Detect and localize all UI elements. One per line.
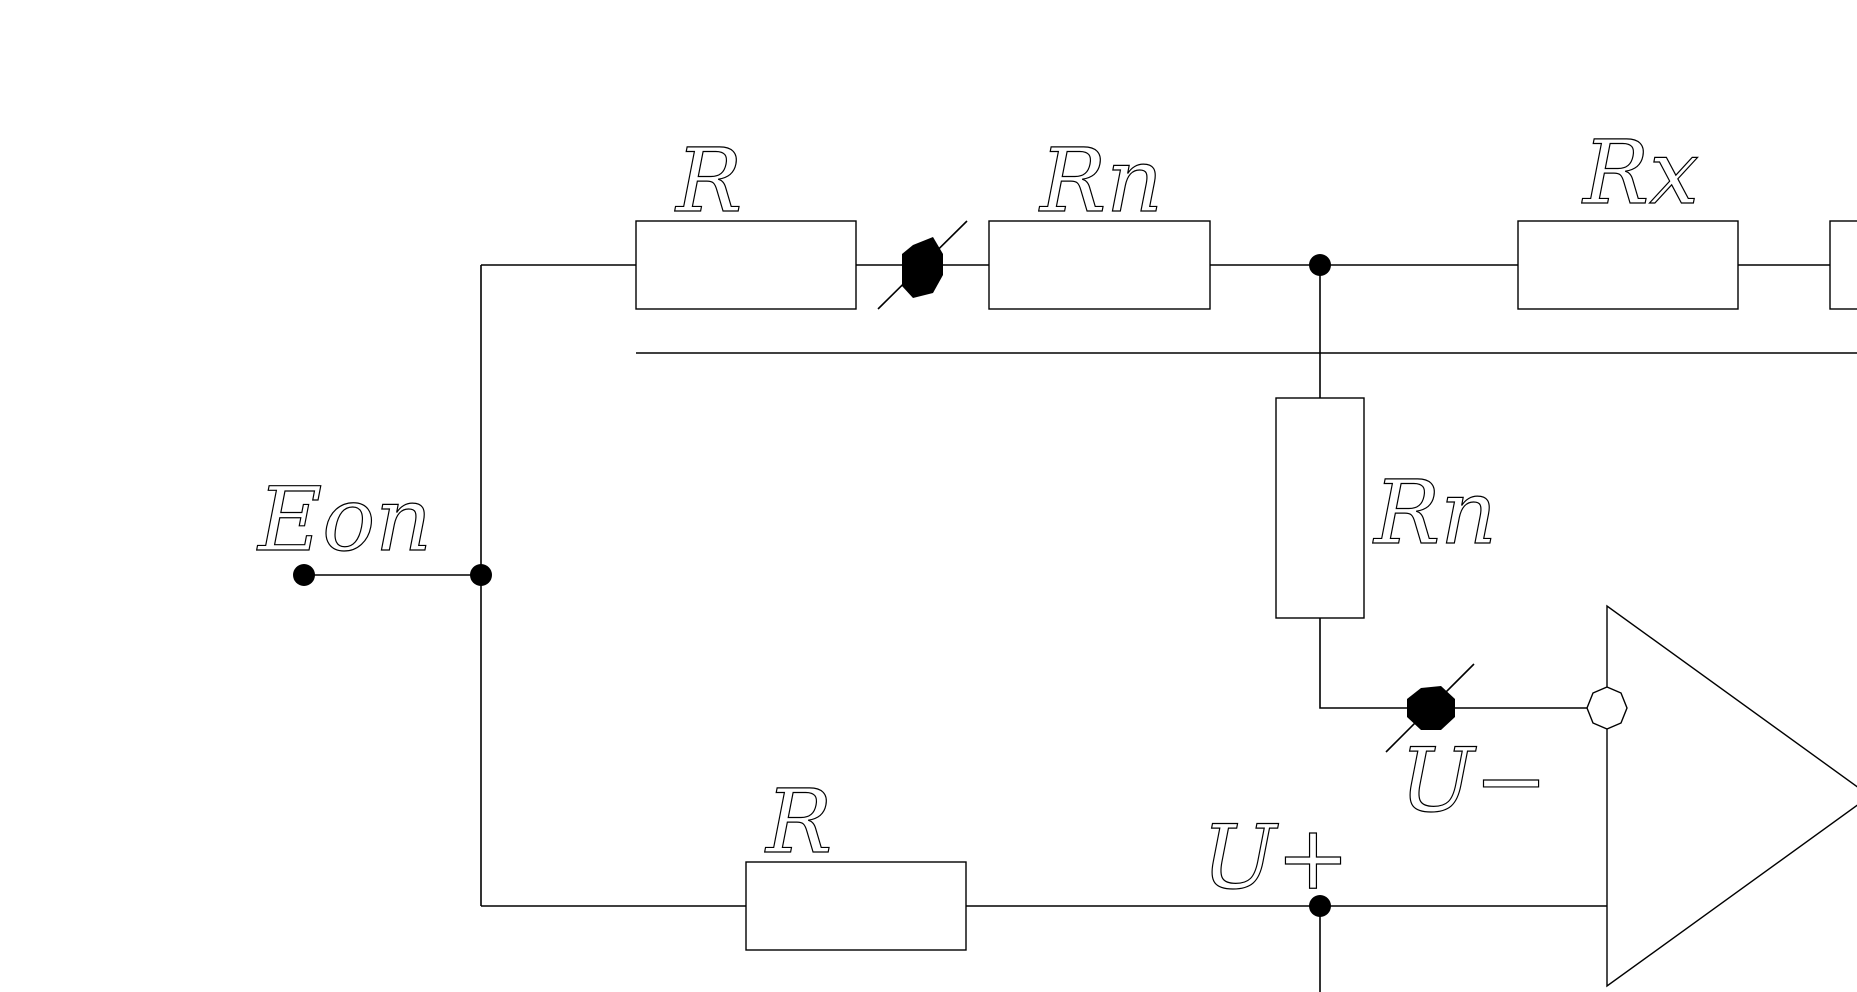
label-u-minus: U− — [1400, 729, 1548, 832]
resistor-r-bottom — [745, 861, 967, 951]
resistor-partial-right — [1829, 220, 1857, 310]
wires — [304, 264, 1857, 992]
opamp-triangle — [1606, 604, 1857, 988]
label-rp-vertical: Rп — [1372, 461, 1497, 564]
wire-rp-to-inverting-input — [1319, 618, 1590, 709]
test-point-u-minus — [1385, 663, 1475, 753]
label-eop: Eоп — [256, 468, 432, 571]
junction-dot-u-plus — [1309, 895, 1331, 917]
label-r-bottom: R — [764, 770, 832, 873]
test-point-top — [877, 220, 968, 310]
label-rp-top: Rп — [1038, 129, 1163, 232]
resistor-rp-top — [988, 220, 1211, 310]
opamp-inverting-input-circle — [1586, 686, 1628, 730]
junction-dot-left — [470, 564, 492, 586]
resistor-r-top — [635, 220, 857, 310]
label-rx: Rx — [1581, 121, 1699, 224]
junction-dot-eop-terminal — [293, 564, 315, 586]
resistor-rx — [1517, 220, 1739, 310]
label-u-plus: U+ — [1202, 806, 1350, 909]
label-r-top: R — [674, 129, 742, 232]
junction-dot-top — [1309, 254, 1331, 276]
resistor-rp-vertical — [1275, 397, 1365, 619]
